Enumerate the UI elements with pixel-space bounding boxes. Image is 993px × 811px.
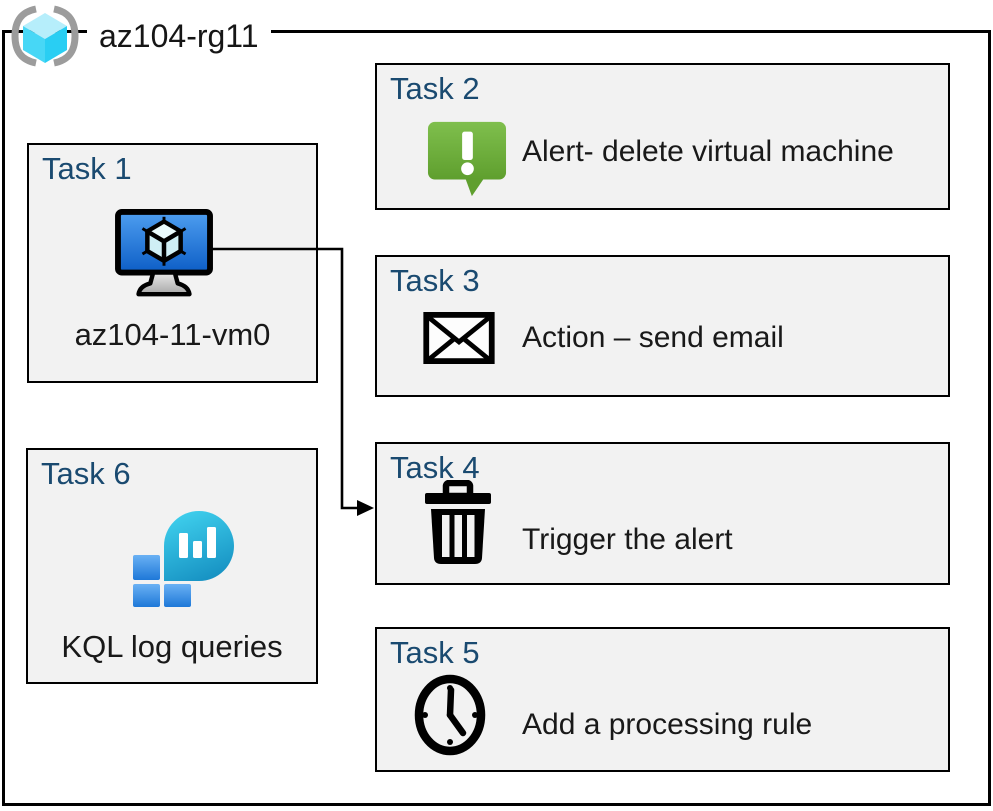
- log-analytics-icon: [133, 511, 234, 607]
- task4-heading: Task 4: [390, 450, 480, 485]
- task3-box: Task 3 Action – send email: [375, 255, 950, 397]
- task5-heading: Task 5: [390, 635, 480, 670]
- task5-box: Task 5 Add a processing rule: [375, 627, 950, 772]
- task5-label: Add a processing rule: [522, 708, 813, 741]
- task6-heading: Task 6: [41, 456, 131, 491]
- alert-bubble-icon: [427, 121, 507, 197]
- task4-label: Trigger the alert: [522, 523, 733, 556]
- task2-box: Task 2 Alert- delete virtual machine: [375, 63, 950, 210]
- task6-label: KQL log queries: [61, 629, 283, 664]
- email-envelope-icon: [423, 312, 495, 364]
- resource-group-name: az104-rg11: [87, 5, 271, 67]
- task1-box: Task 1: [27, 143, 318, 383]
- virtual-machine-monitor-icon: [115, 208, 213, 297]
- resource-group-boundary: [2, 30, 991, 806]
- task3-label: Action – send email: [522, 321, 784, 354]
- clock-icon: [414, 674, 486, 756]
- task1-heading: Task 1: [42, 151, 132, 186]
- task2-label: Alert- delete virtual machine: [522, 135, 894, 168]
- task6-box: Task 6 KQL log queries: [26, 448, 318, 684]
- resource-group-icon: [11, 5, 79, 67]
- task2-heading: Task 2: [390, 71, 480, 106]
- task3-heading: Task 3: [390, 263, 480, 298]
- resource-group-header: az104-rg11: [8, 4, 271, 68]
- trash-icon: [425, 480, 491, 564]
- task1-label: az104-11-vm0: [74, 317, 271, 352]
- task4-box: Task 4 Trigger the alert: [375, 442, 950, 585]
